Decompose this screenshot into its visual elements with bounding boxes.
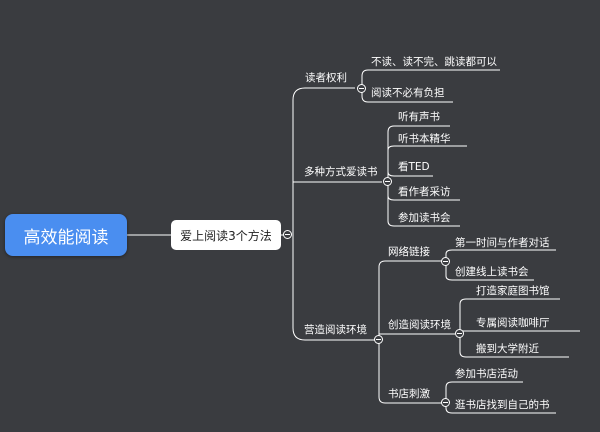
leaf-reading-cafe[interactable]: 专属阅读咖啡厅 — [476, 317, 550, 329]
branch-reader-rights[interactable]: 读者权利 — [305, 72, 347, 84]
leaf-bookstore-events[interactable]: 参加书店活动 — [455, 368, 518, 380]
connector-environment-subs — [378, 260, 455, 404]
main-topic[interactable]: 爱上阅读3个方法 — [171, 220, 281, 250]
leaf-near-university[interactable]: 搬到大学附近 — [476, 343, 539, 355]
leaf-author-interview[interactable]: 看作者采访 — [398, 186, 451, 198]
leaf-no-burden[interactable]: 阅读不必有负担 — [371, 87, 445, 99]
sub-bookstore[interactable]: 书店刺激 — [388, 388, 430, 400]
leaf-book-essence[interactable]: 听书本精华 — [398, 133, 451, 145]
leaf-audiobook[interactable]: 听有声书 — [398, 111, 440, 123]
root-topic-label: 高效能阅读 — [23, 227, 109, 248]
collapse-toggle-reader-rights[interactable] — [357, 84, 366, 93]
leaf-book-club[interactable]: 参加读书会 — [398, 212, 451, 224]
leaf-online-club[interactable]: 创建线上读书会 — [455, 266, 529, 278]
connector-network-leaves — [445, 249, 556, 281]
root-topic[interactable]: 高效能阅读 — [5, 214, 127, 256]
leaf-home-library[interactable]: 打造家庭图书馆 — [476, 285, 550, 297]
branch-multi-ways[interactable]: 多种方式爱读书 — [304, 166, 378, 178]
connector-reader-rights-leaves — [361, 69, 500, 103]
leaf-find-own-book[interactable]: 逛书店找到自己的书 — [455, 399, 550, 411]
leaf-skip-reading[interactable]: 不读、读不完、跳读都可以 — [371, 56, 497, 68]
collapse-toggle-environment[interactable] — [374, 335, 383, 344]
connector-main-multi-ways — [292, 181, 382, 235]
collapse-toggle-create-env[interactable] — [455, 329, 464, 338]
branch-environment[interactable]: 营造阅读环境 — [304, 324, 367, 336]
main-topic-label: 爱上阅读3个方法 — [180, 228, 272, 243]
collapse-toggle-network[interactable] — [441, 257, 450, 266]
leaf-talk-author[interactable]: 第一时间与作者对话 — [455, 237, 550, 249]
collapse-toggle-bookstore[interactable] — [441, 398, 450, 407]
collapse-toggle-multi-ways[interactable] — [383, 177, 392, 186]
connector-multi-ways-leaves — [387, 125, 467, 227]
sub-network[interactable]: 网络链接 — [388, 246, 430, 258]
leaf-ted[interactable]: 看TED — [398, 161, 430, 173]
sub-create-env[interactable]: 创造阅读环境 — [388, 319, 451, 331]
collapse-toggle-main[interactable] — [283, 230, 292, 239]
connector-main-reader-rights — [292, 87, 355, 235]
connector-main-environment — [292, 235, 375, 341]
connector-bookstore-leaves — [445, 381, 556, 414]
